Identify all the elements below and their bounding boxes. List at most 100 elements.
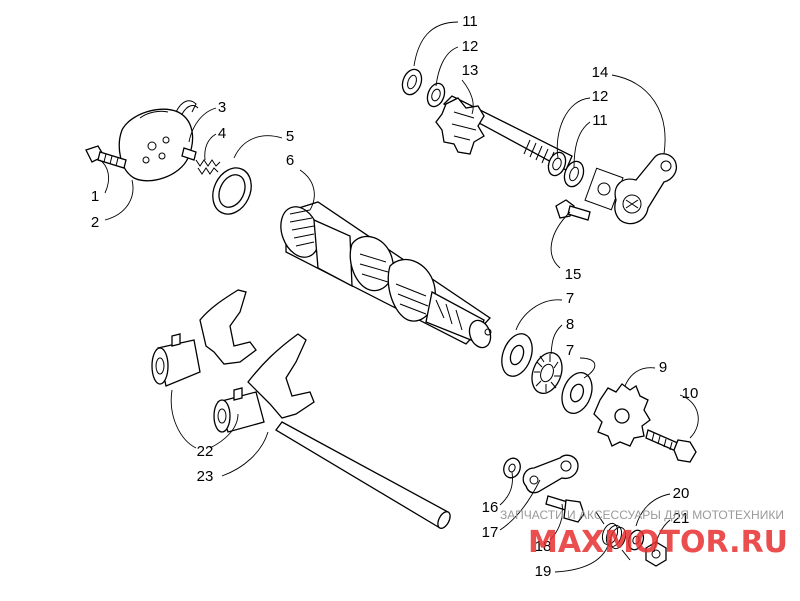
callout-c4: 4 — [204, 125, 226, 161]
shift-fork-b — [213, 333, 315, 433]
cover-bolt — [85, 145, 127, 169]
callout-c12a: 12 — [435, 38, 479, 87]
leader-line — [413, 21, 459, 67]
leader-line — [499, 479, 541, 531]
leader-line — [461, 79, 474, 115]
shift-shaft — [435, 95, 573, 171]
callout-c8: 8 — [550, 316, 574, 355]
part-number: 9 — [659, 359, 667, 376]
washer-12b — [547, 151, 567, 177]
watermark-caption: ЗАПЧАСТИ И АКСЕССУАРЫ ДЛЯ МОТОТЕХНИКИ — [500, 508, 784, 522]
part-number: 19 — [535, 563, 552, 580]
leader-line — [99, 159, 110, 194]
part-number: 17 — [482, 524, 499, 541]
part-number: 12 — [462, 38, 479, 55]
leader-line — [550, 324, 563, 355]
leader-line — [233, 135, 283, 159]
callout-c12b: 12 — [556, 88, 609, 159]
leader-line — [104, 179, 134, 221]
callout-c10: 10 — [679, 385, 699, 439]
part-number: 2 — [91, 214, 99, 231]
fork-shaft — [275, 421, 451, 529]
return-spring — [595, 511, 631, 561]
callout-c3: 3 — [188, 99, 226, 143]
part-number: 7 — [566, 290, 574, 307]
washer-20 — [627, 529, 645, 551]
callout-c2: 2 — [91, 179, 134, 231]
washer-7a — [501, 333, 533, 377]
callout-c21: 21 — [653, 510, 690, 553]
leader-line — [170, 389, 239, 449]
callout-c22: 22 — [170, 389, 239, 460]
part-number: 21 — [673, 510, 690, 527]
callout-c20: 20 — [635, 485, 690, 527]
o-ring-5 — [212, 167, 252, 215]
stopper-bolt — [545, 495, 585, 523]
part-number: 7 — [566, 342, 574, 359]
part-number: 15 — [565, 266, 582, 283]
washer-7b — [561, 372, 593, 414]
part-number: 5 — [286, 128, 294, 145]
callout-c17: 17 — [482, 479, 541, 541]
callout-c11a: 11 — [413, 13, 478, 67]
washer-16 — [503, 457, 521, 479]
washer-11a — [401, 68, 423, 96]
shift-fork-a — [151, 289, 257, 387]
stopper-arm — [522, 454, 579, 494]
callout-c15: 15 — [550, 211, 582, 283]
leader-line — [299, 169, 315, 211]
leader-line — [554, 539, 611, 573]
leader-line — [435, 46, 459, 87]
leader-line — [549, 503, 563, 541]
part-number: 18 — [535, 538, 552, 555]
detent-pin — [181, 147, 197, 161]
leader-line — [679, 394, 699, 439]
part-number: 4 — [218, 125, 226, 142]
callout-c18: 18 — [535, 503, 563, 555]
part-number: 11 — [462, 13, 478, 30]
leader-line — [624, 367, 656, 387]
part-number: 12 — [592, 88, 609, 105]
leader-line — [556, 97, 591, 159]
leader-line — [635, 493, 671, 527]
part-number: 13 — [462, 62, 479, 79]
gear-position-switch-cover — [118, 100, 199, 182]
callout-c5: 5 — [233, 128, 294, 159]
part-number: 22 — [197, 443, 214, 460]
washer-12a — [426, 82, 446, 108]
leader-line — [221, 431, 269, 477]
leader-line — [579, 357, 596, 379]
part-number: 6 — [286, 152, 294, 169]
callout-c7b: 7 — [566, 342, 596, 379]
callout-c7a: 7 — [515, 290, 574, 331]
leader-line — [204, 133, 217, 161]
part-number: 20 — [673, 485, 690, 502]
cam-bolt — [645, 429, 697, 463]
callout-c23: 23 — [197, 431, 269, 485]
callout-c14: 14 — [592, 64, 666, 155]
part-number: 3 — [218, 99, 226, 116]
callout-c9: 9 — [624, 359, 667, 387]
leader-line — [573, 121, 591, 169]
leader-line — [653, 519, 671, 553]
leader-line — [499, 471, 513, 506]
shift-arm — [614, 153, 678, 225]
detent-spring — [195, 159, 221, 175]
shift-arm-bolt — [555, 199, 591, 221]
shift-cam-gear — [593, 383, 651, 447]
part-number: 1 — [91, 188, 99, 205]
part-number: 23 — [197, 468, 214, 485]
shift-drum — [280, 201, 492, 349]
callout-c1: 1 — [91, 159, 110, 205]
callout-c11b: 11 — [573, 112, 608, 169]
callout-c19: 19 — [535, 539, 611, 580]
lock-washer-8 — [531, 352, 563, 394]
washer-11b — [563, 160, 585, 188]
leader-line — [550, 211, 571, 269]
part-number: 10 — [682, 385, 699, 402]
callout-c13: 13 — [461, 62, 479, 115]
callout-c6: 6 — [286, 152, 315, 211]
leader-line — [515, 299, 563, 331]
